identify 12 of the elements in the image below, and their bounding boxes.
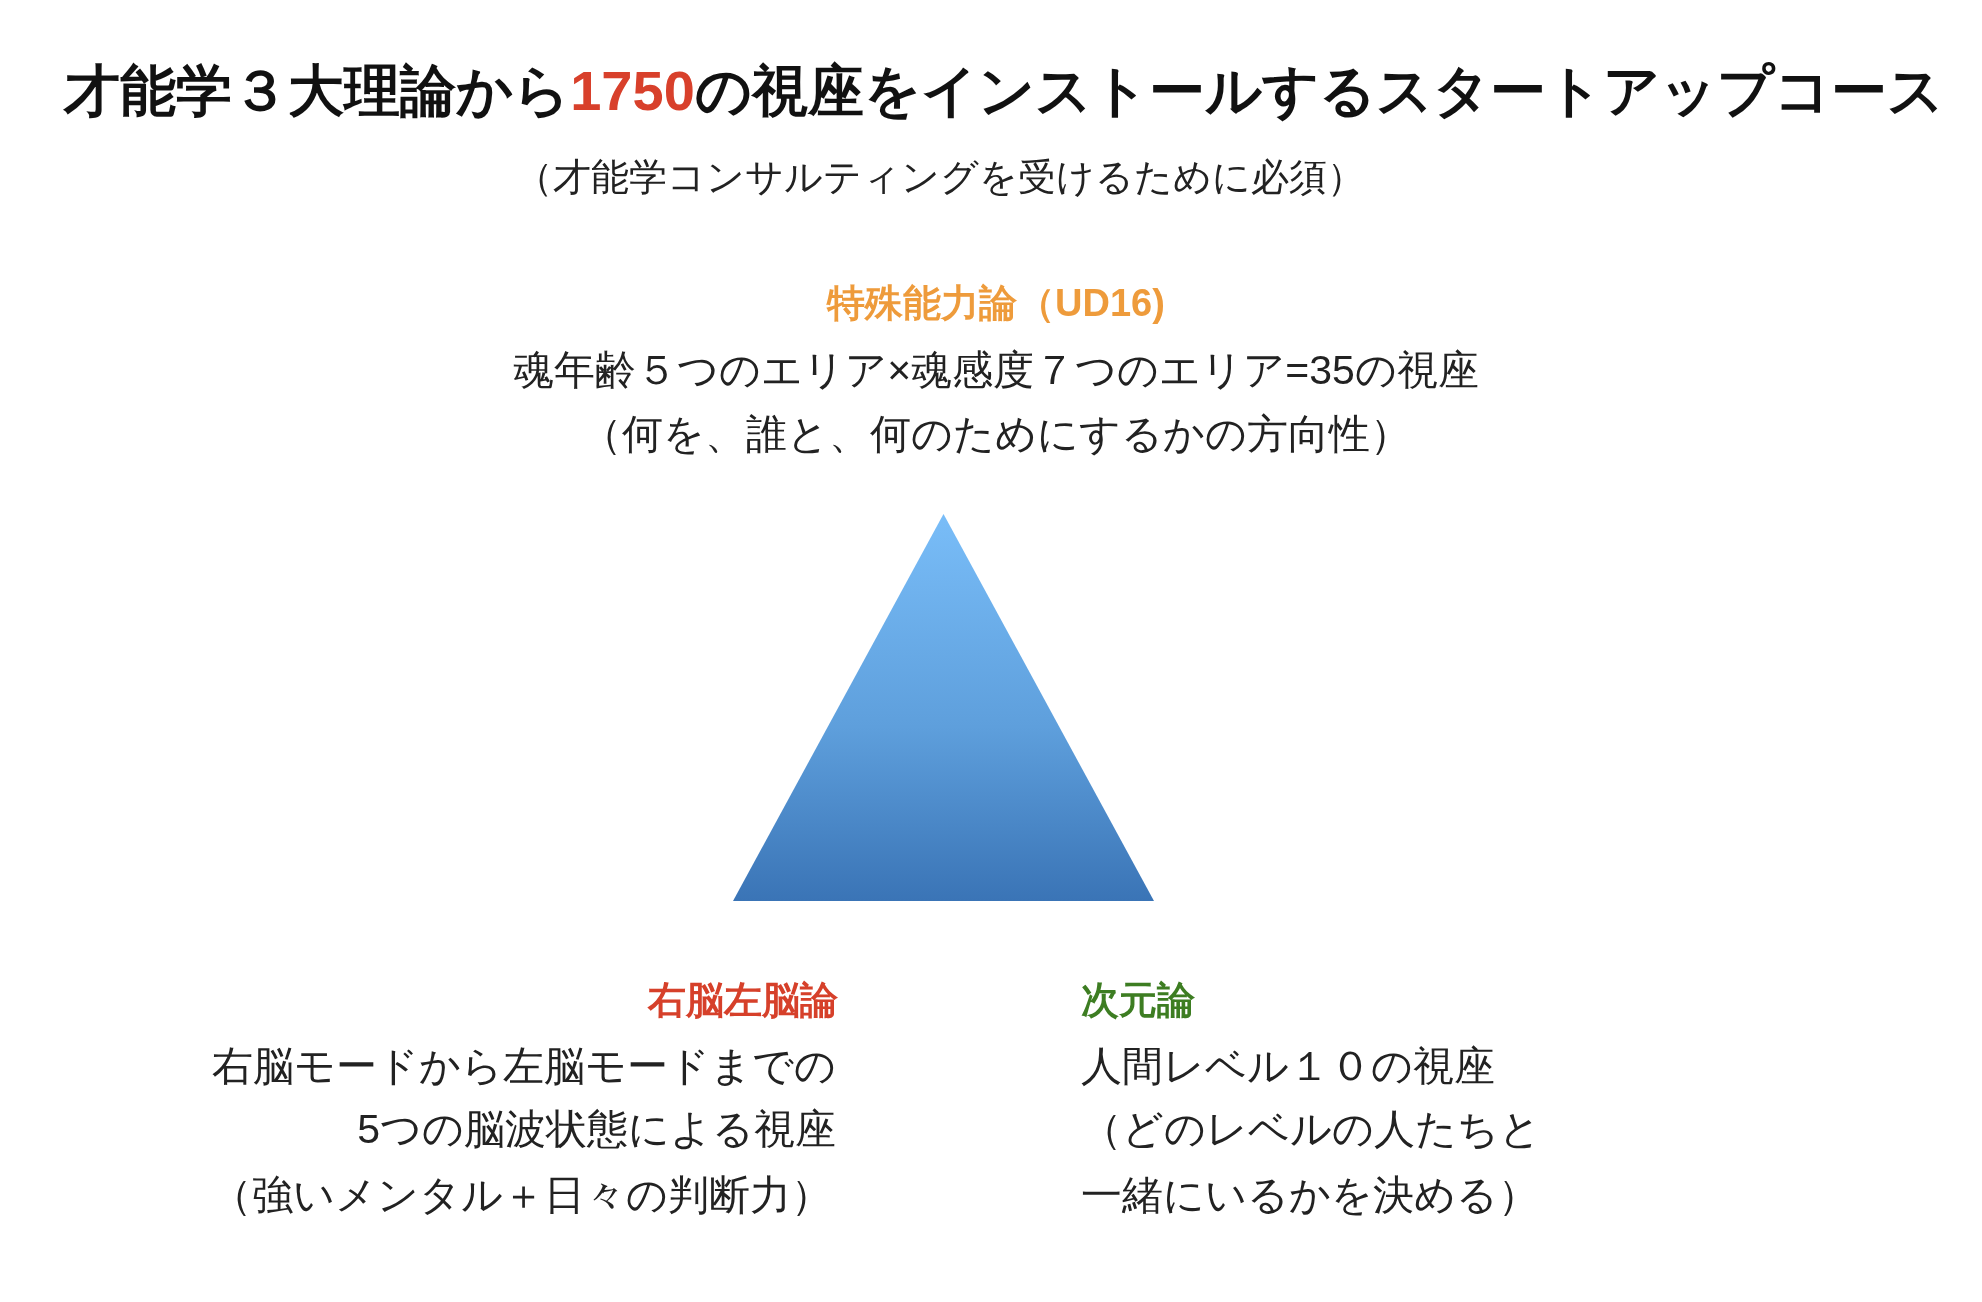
description-text: （何を、誰と、何のためにするかの方向性）	[581, 410, 1411, 459]
description-text: 人間レベル１０の視座	[1081, 1042, 1495, 1091]
description-text: 右脳モードから左脳モードまでの5つの脳波状態による視座	[211, 1042, 836, 1154]
description-text: 魂年齢５つのエリア×魂感度７つのエリア=35の視座	[513, 346, 1479, 395]
subtitle: （才能学コンサルティングを受けるために必須）	[515, 155, 1365, 200]
description-text: （どのレベルの人たちと一緒にいるかを決める）	[1081, 1105, 1542, 1220]
section-heading: 次元論	[1081, 978, 1195, 1023]
description-text: （強いメンタル＋日々の判断力）	[211, 1171, 832, 1220]
triangle	[733, 514, 1154, 901]
section-heading: 特殊能力論（UD16)	[827, 281, 1165, 326]
title: 才能学３大理論から1750の視座をインストールするスタートアップコース	[64, 58, 1944, 124]
section-heading: 右脳左脳論	[648, 978, 838, 1023]
